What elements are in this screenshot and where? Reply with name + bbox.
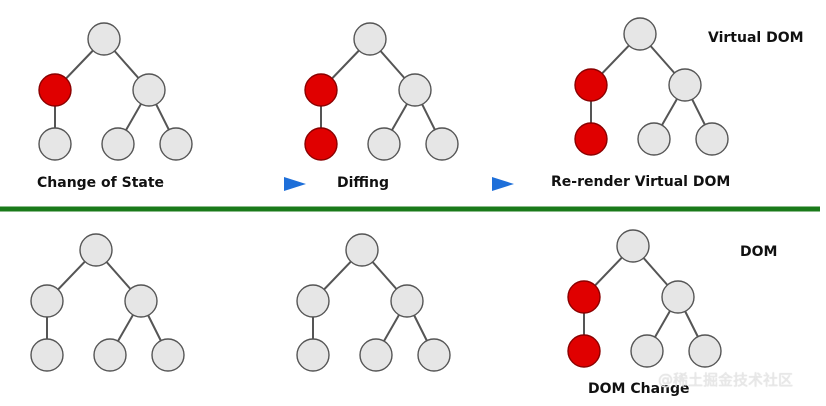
tree-node bbox=[688, 334, 722, 368]
arrow-to-diffing bbox=[198, 177, 306, 191]
virtual-dom-label: Virtual DOM bbox=[708, 30, 804, 46]
diffing-label: Diffing bbox=[337, 175, 390, 191]
tree-node bbox=[30, 338, 64, 372]
tree-node bbox=[151, 338, 185, 372]
dom-label: DOM bbox=[740, 244, 778, 260]
tree-node bbox=[79, 233, 113, 267]
tree-dom-initial bbox=[30, 233, 185, 372]
tree-node bbox=[101, 127, 135, 161]
tree-node bbox=[623, 17, 657, 51]
tree-node bbox=[353, 22, 387, 56]
arrow-head bbox=[492, 177, 514, 191]
tree-node bbox=[345, 233, 379, 267]
re-render-label: Re-render Virtual DOM bbox=[551, 174, 731, 190]
dom-change-label: DOM Change bbox=[588, 381, 690, 397]
arrow-head bbox=[284, 177, 306, 191]
tree-node bbox=[668, 68, 702, 102]
tree-node bbox=[30, 284, 64, 318]
tree-node bbox=[616, 229, 650, 263]
tree-node bbox=[661, 280, 695, 314]
changed-node bbox=[38, 73, 72, 107]
tree-virtual-dom-diffing bbox=[304, 22, 459, 161]
tree-dom-dom-change bbox=[567, 229, 722, 368]
tree-node bbox=[296, 338, 330, 372]
tree-node bbox=[38, 127, 72, 161]
tree-node bbox=[425, 127, 459, 161]
tree-virtual-dom-change-of-state bbox=[38, 22, 193, 161]
tree-dom-initial-2 bbox=[296, 233, 451, 372]
tree-node bbox=[296, 284, 330, 318]
tree-node bbox=[132, 73, 166, 107]
changed-node bbox=[574, 68, 608, 102]
tree-virtual-dom-re-render bbox=[574, 17, 729, 156]
arrows-layer bbox=[198, 177, 514, 191]
watermark: @稀土掘金技术社区 bbox=[658, 371, 794, 389]
tree-node bbox=[87, 22, 121, 56]
arrow-to-re-render bbox=[406, 177, 514, 191]
tree-node bbox=[124, 284, 158, 318]
tree-node bbox=[417, 338, 451, 372]
trees-layer bbox=[30, 17, 729, 372]
changed-node bbox=[567, 280, 601, 314]
change-of-state-label: Change of State bbox=[37, 175, 165, 191]
changed-node bbox=[304, 127, 338, 161]
tree-node bbox=[367, 127, 401, 161]
tree-node bbox=[637, 122, 671, 156]
changed-node bbox=[574, 122, 608, 156]
tree-node bbox=[398, 73, 432, 107]
tree-node bbox=[93, 338, 127, 372]
changed-node bbox=[567, 334, 601, 368]
tree-node bbox=[630, 334, 664, 368]
tree-node bbox=[159, 127, 193, 161]
tree-node bbox=[359, 338, 393, 372]
tree-node bbox=[695, 122, 729, 156]
tree-node bbox=[390, 284, 424, 318]
changed-node bbox=[304, 73, 338, 107]
